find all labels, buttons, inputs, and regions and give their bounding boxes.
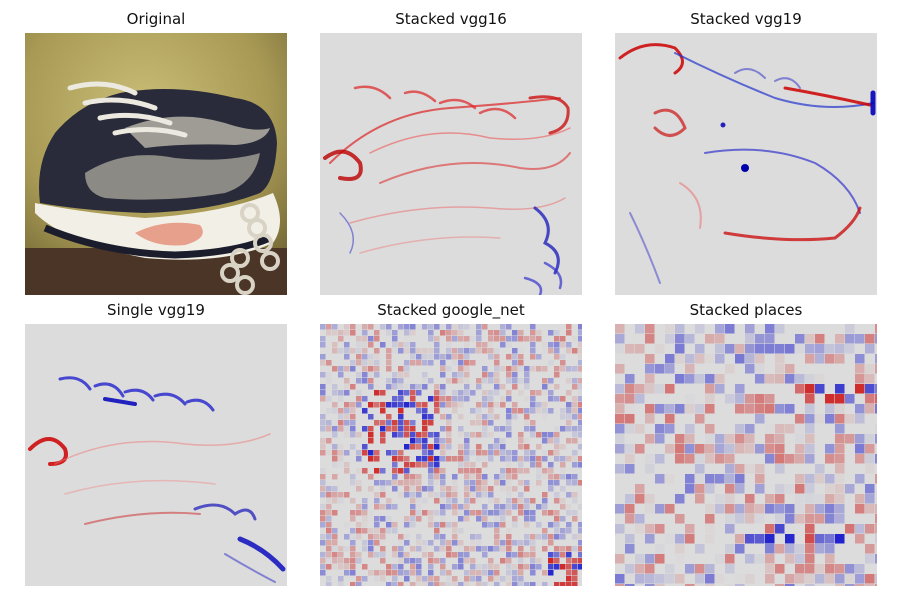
panel-title: Original — [126, 10, 186, 28]
heatmap-stacked-places — [615, 324, 877, 586]
panel-title: Stacked vgg16 — [395, 10, 507, 28]
panel-title: Single vgg19 — [107, 301, 205, 319]
panel-title: Stacked vgg19 — [690, 10, 802, 28]
heatmap-stacked-vgg19 — [615, 33, 877, 295]
heatmap-single-vgg19 — [25, 324, 287, 586]
original-photo — [25, 33, 287, 295]
heatmap-stacked-google-net — [320, 324, 582, 586]
heatmap-stacked-vgg16 — [320, 33, 582, 295]
panel-title: Stacked google_net — [377, 301, 525, 319]
panel-title: Stacked places — [689, 301, 803, 319]
